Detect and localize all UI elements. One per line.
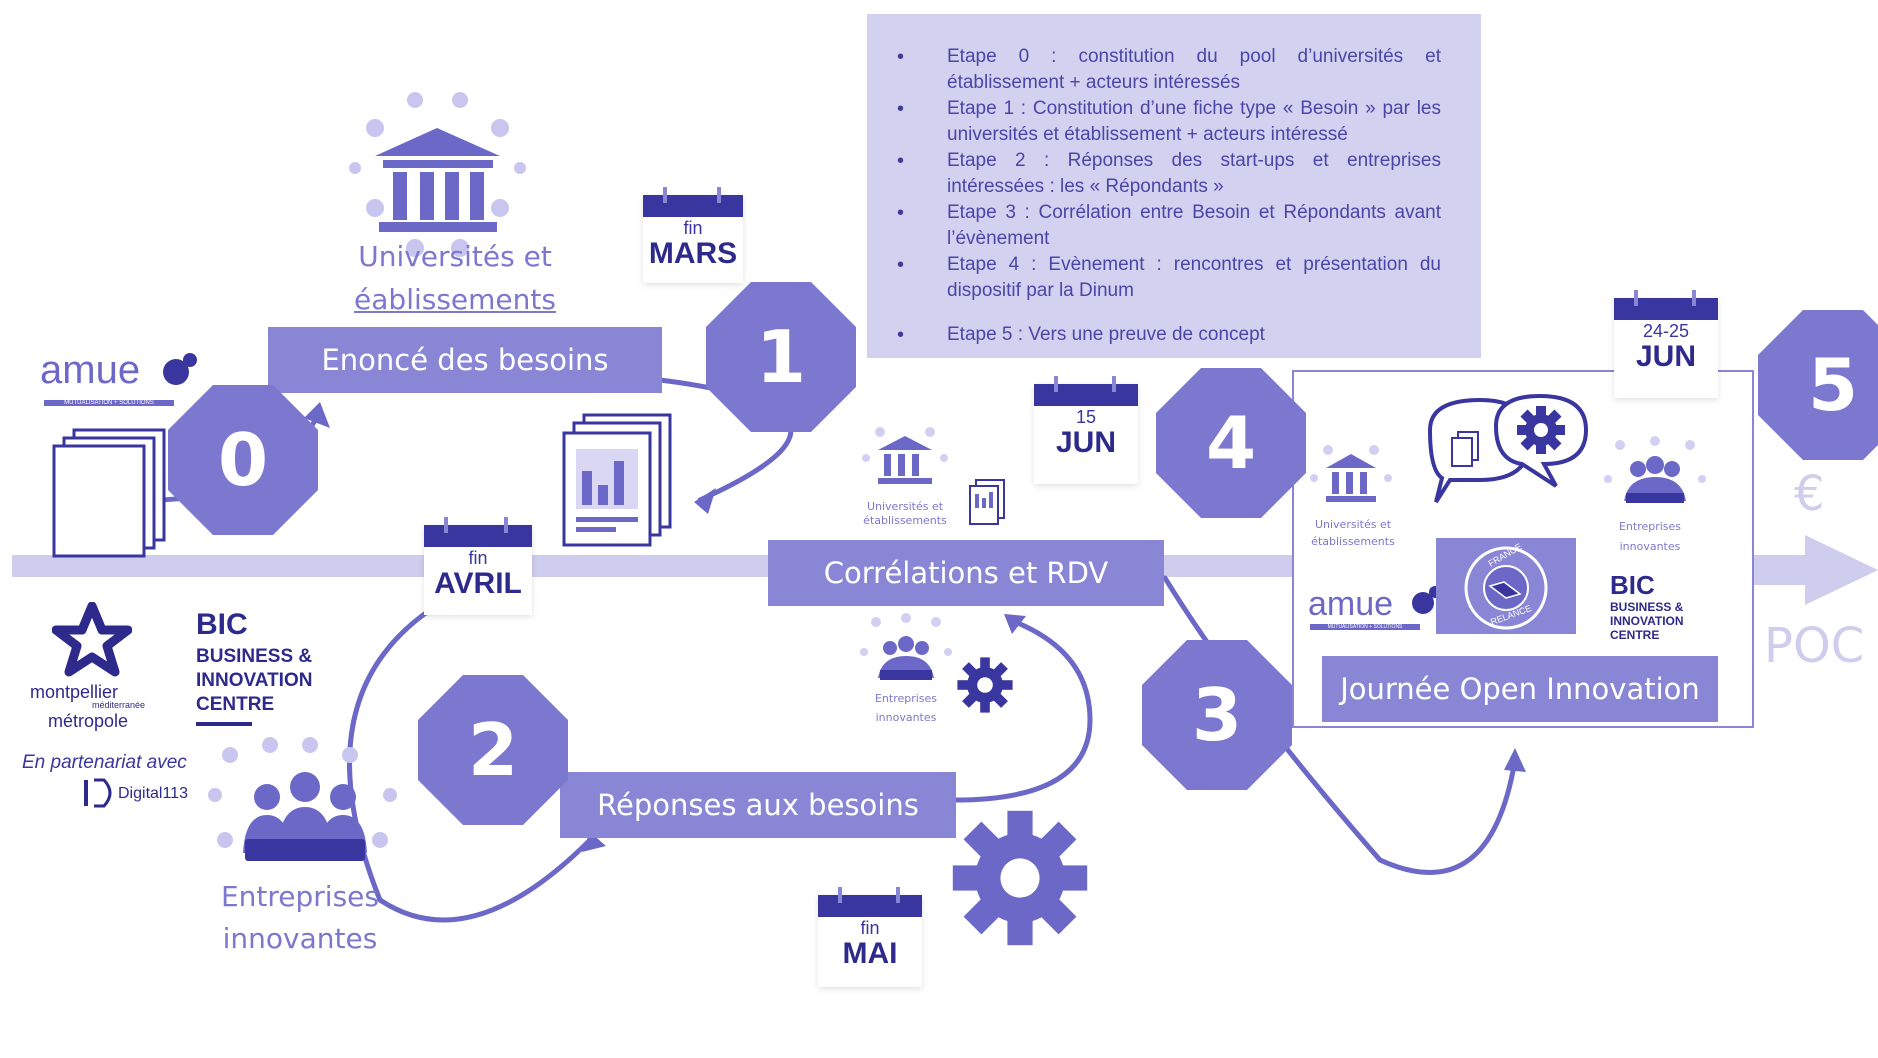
calendar-jun15-big: JUN <box>1055 426 1116 459</box>
univ-label-line1: Universités et <box>358 240 552 273</box>
calendar-jun15-small: 15 <box>1075 407 1097 427</box>
university-icon-event <box>1310 445 1392 502</box>
entr-label-line1: Entreprises <box>220 880 379 913</box>
entr-small-label-2: innovantes <box>875 711 937 724</box>
montpellier-label-2: méditerranée <box>92 700 146 710</box>
legend-item-2: Etape 2 : Réponses des start-ups et entr… <box>897 148 1441 200</box>
university-icon <box>349 92 526 257</box>
legend-item-1: Etape 1 : Constitution d’une fiche type … <box>897 96 1441 148</box>
bic-line-1: BUSINESS & <box>196 646 313 667</box>
univ-label-line2: éablissements <box>354 283 556 316</box>
entr-event-label-2: innovantes <box>1619 540 1681 553</box>
arrow-avril-to-rep <box>347 607 593 923</box>
digital113-icon <box>84 778 112 808</box>
entr-event-label-1: Entreprises <box>1618 520 1682 533</box>
entr-small-label-1: Entreprises <box>874 692 938 705</box>
bic-line-3: CENTRE <box>196 694 275 715</box>
document-stack-icon <box>52 428 166 558</box>
gear-small-icon <box>957 657 1013 713</box>
calendar-15-jun: 15 JUN <box>1034 376 1138 484</box>
legend-item-4: Etape 4 : Evènement : rencontres et prés… <box>897 252 1441 304</box>
bic-event-line-2: INNOVATION <box>1610 614 1684 628</box>
plus-label: + <box>1794 542 1835 598</box>
france-relance-seal-icon <box>1464 546 1548 630</box>
step-box-open-innovation: Journée Open Innovation <box>1322 656 1718 722</box>
legend-item-5: Etape 5 : Vers une preuve de concept <box>897 322 1441 348</box>
calendar-mars-big: MARS <box>648 237 738 270</box>
steps-legend: Etape 0 : constitution du pool d’univers… <box>867 14 1481 358</box>
amue-logo-text: amue <box>40 348 141 392</box>
calendar-avril-big: AVRIL <box>434 567 522 600</box>
team-icon-event <box>1604 436 1706 503</box>
amue-logo: amue <box>40 348 140 393</box>
step-number-2: 2 <box>418 675 568 825</box>
chat-bubbles-icon <box>1427 393 1589 504</box>
univ-event-label-2: établissements <box>1311 535 1395 548</box>
entr-label-line2: innovantes <box>222 922 378 955</box>
amue-event-subtitle: MUTUALISATION + SOLUTIONS <box>1310 624 1420 630</box>
svg-text:3: 3 <box>1192 673 1242 757</box>
amue-logo-subtitle: MUTUALISATION + SOLUTIONS <box>44 400 174 406</box>
calendar-jun2425-big: JUN <box>1635 340 1696 373</box>
svg-text:1: 1 <box>756 315 806 399</box>
step-number-3: 3 <box>1142 640 1292 790</box>
report-small-icon <box>969 479 1005 525</box>
bic-logo: BIC <box>196 608 248 641</box>
calendar-mai-small: fin <box>860 918 880 938</box>
montpellier-label-3: métropole <box>48 711 129 731</box>
svg-text:2: 2 <box>468 708 518 792</box>
univ-small-label-1: Universités et <box>866 500 944 513</box>
step-box-enonce: Enoncé des besoins <box>268 327 662 393</box>
univ-event-label-1: Universités et <box>1314 518 1392 531</box>
svg-text:0: 0 <box>218 418 268 502</box>
calendar-jun2425-small: 24-25 <box>1642 321 1690 341</box>
team-small-icon <box>860 613 952 680</box>
amue-logo-mark <box>163 353 197 385</box>
calendar-avril-small: fin <box>468 548 488 568</box>
step-number-0: 0 <box>168 385 318 535</box>
calendar-fin-avril: fin AVRIL <box>424 517 532 615</box>
step-box-reponses: Réponses aux besoins <box>560 772 956 838</box>
step-number-1: 1 <box>706 282 856 432</box>
univ-small-label-2: établissements <box>863 514 947 527</box>
montpellier-star-icon <box>52 602 132 677</box>
report-document-icon <box>562 413 672 547</box>
bic-event-line-3: CENTRE <box>1610 628 1660 642</box>
bic-logo-event: BIC <box>1610 570 1655 600</box>
calendar-fin-mars: fin MARS <box>643 187 743 283</box>
digital113-label: Digital113 <box>118 785 188 802</box>
amue-logo-event: amue <box>1308 585 1394 623</box>
team-meeting-icon <box>208 737 397 861</box>
calendar-24-25-jun: 24-25 JUN <box>1614 290 1718 398</box>
calendar-mars-small: fin <box>683 218 703 238</box>
arrow-rep-to-corr <box>952 617 1093 803</box>
step-box-correlations: Corrélations et RDV <box>768 540 1164 606</box>
svg-text:4: 4 <box>1206 401 1256 485</box>
gear-large-icon <box>952 810 1088 946</box>
timeline-arrowhead <box>1745 535 1878 605</box>
bic-event-line-1: BUSINESS & <box>1610 600 1684 614</box>
partner-label: En partenariat avec <box>22 752 187 773</box>
step-number-5: 5 <box>1758 310 1878 460</box>
legend-item-0: Etape 0 : constitution du pool d’univers… <box>897 44 1441 96</box>
calendar-mai-big: MAI <box>842 937 898 970</box>
legend-item-3: Etape 3 : Corrélation entre Besoin et Ré… <box>897 200 1441 252</box>
euro-label: € <box>1794 466 1825 522</box>
step-number-4: 4 <box>1156 368 1306 518</box>
svg-text:5: 5 <box>1808 343 1858 427</box>
poc-label: POC <box>1764 618 1865 674</box>
montpellier-label-1: montpellier <box>30 682 119 702</box>
bic-line-2: INNOVATION <box>196 670 313 691</box>
calendar-fin-mai: fin MAI <box>818 887 922 987</box>
bic-underline <box>196 722 252 726</box>
university-small-icon <box>862 427 948 484</box>
